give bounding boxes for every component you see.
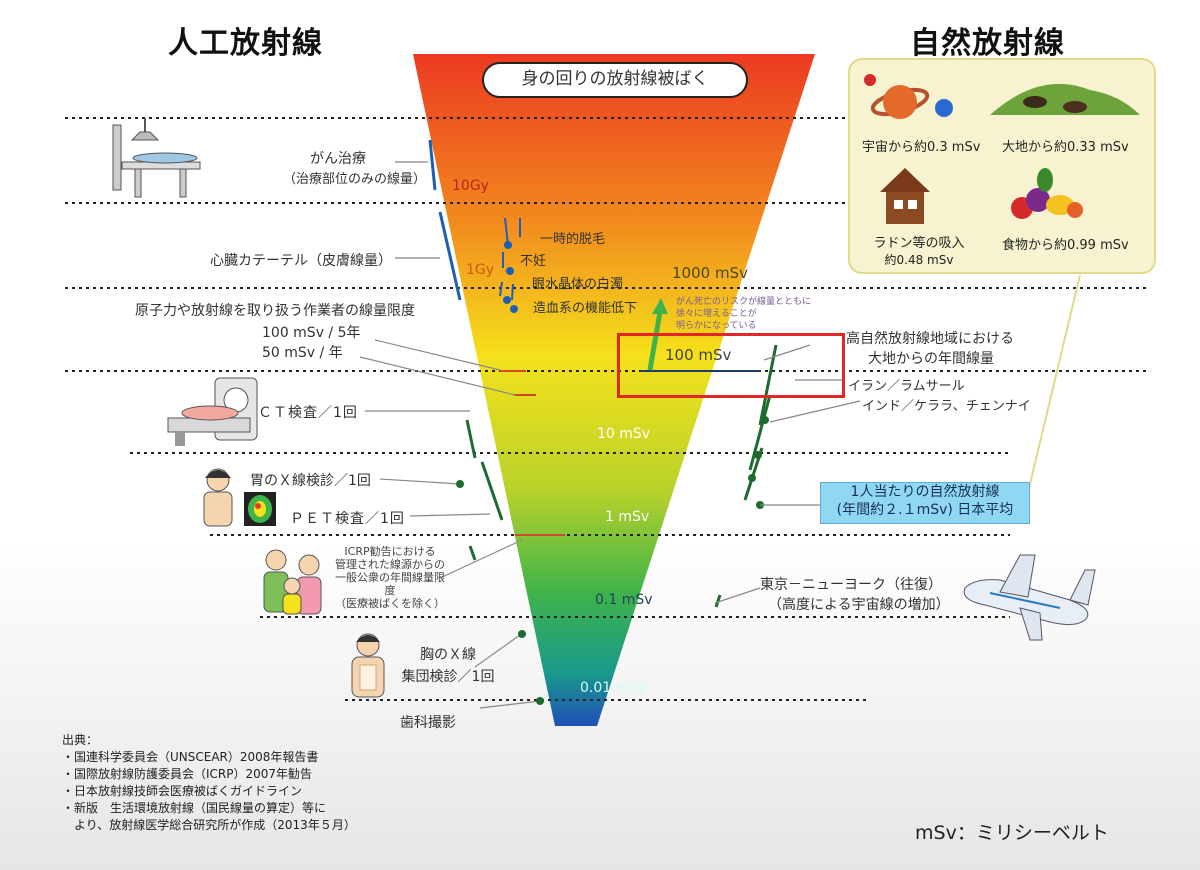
average-value: (年間約２.１mSv) 日本平均 [836, 502, 1014, 518]
space-dose-label: 宇宙から約0.3 mSv [862, 140, 981, 155]
source-item: より、放射線医学総合研究所が作成（2013年５月） [62, 818, 356, 832]
pet-label: ＰＥＴ検査／1回 [290, 511, 405, 527]
scale-label-1000msv: 1000 mSv [672, 264, 748, 282]
average-title: 1人当たりの自然放射線 [850, 484, 1000, 500]
high-areas-sub: 大地からの年間線量 [868, 351, 994, 367]
chest-xray-label: 胸のＸ線 集団検診／1回 [398, 644, 498, 688]
risk-note-line: 徐々に増えることが [676, 309, 757, 319]
india-label: インド／ケララ、チェンナイ [862, 399, 1031, 414]
source-item: ・日本放射線技師会医療被ばくガイドライン [62, 784, 303, 798]
stomach-xray-label: 胃のＸ線検診／1回 [250, 473, 371, 489]
cancer-treatment-label: がん治療 （治療部位のみの線量） [283, 148, 427, 187]
patient-man-icon [203, 468, 233, 527]
scale-label-10msv: 10 mSv [597, 426, 651, 442]
food-icon [1011, 168, 1083, 219]
natural-sources-box: 宇宙から約0.3 mSv 大地から約0.33 mSv ラドン等の吸入 約0.48… [848, 58, 1156, 274]
sources-list: 出典： ・国連科学委員会（UNSCEAR）2008年報告書 ・国際放射線防護委員… [62, 732, 356, 834]
scale-label-0-01msv: 0.01 mSv [580, 680, 647, 696]
highlight-100msv-frame [617, 333, 845, 398]
cardiac-catheter-label: 心臓カテーテル（皮膚線量） [210, 253, 392, 269]
source-item: ・国連科学委員会（UNSCEAR）2008年報告書 [62, 750, 319, 764]
sources-heading: 出典： [62, 733, 99, 747]
effect-hematopoietic: 造血系の機能低下 [533, 301, 638, 316]
chest-xray-sub: 集団検診／1回 [401, 669, 495, 685]
worker-limit-title: 原子力や放射線を取り扱う作業者の線量限度 [135, 303, 415, 319]
dose-funnel [413, 54, 815, 726]
family-icon [263, 549, 322, 615]
effect-hair-loss: 一時的脱毛 [540, 232, 606, 247]
cancer-treatment-title: がん治療 [310, 151, 366, 167]
radon-dose-label: ラドン等の吸入 約0.48 mSv [864, 232, 974, 268]
scale-label-100msv: 100 mSv [665, 346, 732, 364]
high-areas-title: 高自然放射線地域における [846, 331, 1014, 347]
dental-label: 歯科撮影 [400, 715, 456, 731]
radon-value: 約0.48 mSv [884, 253, 954, 267]
chart-title-pill: 身の回りの放射線被ばく [482, 62, 748, 98]
radon-title: ラドン等の吸入 [873, 236, 965, 251]
icrp-note-line: 一般公衆の年間線量限度 [335, 571, 445, 597]
effect-sterility: 不妊 [520, 254, 547, 269]
scale-label-1gy: 1Gy [466, 262, 495, 278]
flight-label: 東京－ニューヨーク（往復） （高度による宇宙線の増加） [760, 575, 950, 615]
ct-label: ＣＴ検査／1回 [258, 405, 358, 421]
chest-xray-title: 胸のＸ線 [420, 647, 476, 663]
scale-label-10gy: 10Gy [452, 178, 489, 194]
effect-cataract: 眼水晶体の白濁 [532, 277, 624, 292]
scale-label-0-1msv: 0.1 mSv [595, 592, 653, 608]
unit-note: mSv：ミリシーベルト [915, 822, 1109, 844]
icrp-note-line: （医療被ばくを除く） [335, 597, 445, 610]
natural-radiation-title: 自然放射線 [910, 26, 1065, 61]
flight-title: 東京－ニューヨーク（往復） [760, 577, 942, 593]
iran-label: イラン／ラムサール [848, 379, 965, 394]
radiotherapy-icon [112, 118, 201, 198]
risk-note-line: 明らかになっている [676, 321, 757, 331]
chest-xray-man-icon [351, 633, 385, 698]
risk-note: がん死亡のリスクが線量とともに 徐々に増えることが 明らかになっている [676, 296, 811, 332]
scale-label-1msv: 1 mSv [605, 509, 650, 525]
planet-icon [864, 74, 953, 119]
source-item: ・国際放射線防護委員会（ICRP）2007年勧告 [62, 767, 313, 781]
japan-average-box: 1人当たりの自然放射線 (年間約２.１mSv) 日本平均 [820, 482, 1030, 524]
worker-limit-year: 50 mSv / 年 [262, 345, 343, 361]
cancer-treatment-sub: （治療部位のみの線量） [283, 172, 427, 187]
food-dose-label: 食物から約0.99 mSv [1002, 238, 1129, 253]
icrp-note: ICRP勧告における 管理された線源からの 一般公衆の年間線量限度 （医療被ばく… [330, 545, 450, 610]
risk-note-line: がん死亡のリスクが線量とともに [676, 297, 812, 307]
ct-scanner-icon [167, 377, 258, 446]
house-icon [880, 168, 930, 224]
worker-limit-5yr: 100 mSv / 5年 [262, 325, 361, 341]
flight-sub: （高度による宇宙線の増加） [768, 597, 950, 613]
source-item: ・新版 生活環境放射線（国民線量の算定）等に [62, 801, 327, 815]
natural-icons [864, 74, 1140, 224]
airplane-icon [963, 554, 1096, 641]
high-natural-areas-label: 高自然放射線地域における 大地からの年間線量 [846, 329, 1014, 369]
artificial-radiation-title: 人工放射線 [168, 26, 323, 61]
icrp-note-line: ICRP勧告における [344, 545, 436, 558]
grassland-icon [990, 83, 1140, 115]
icrp-note-line: 管理された線源からの [335, 558, 445, 571]
ground-dose-label: 大地から約0.33 mSv [1002, 140, 1129, 155]
